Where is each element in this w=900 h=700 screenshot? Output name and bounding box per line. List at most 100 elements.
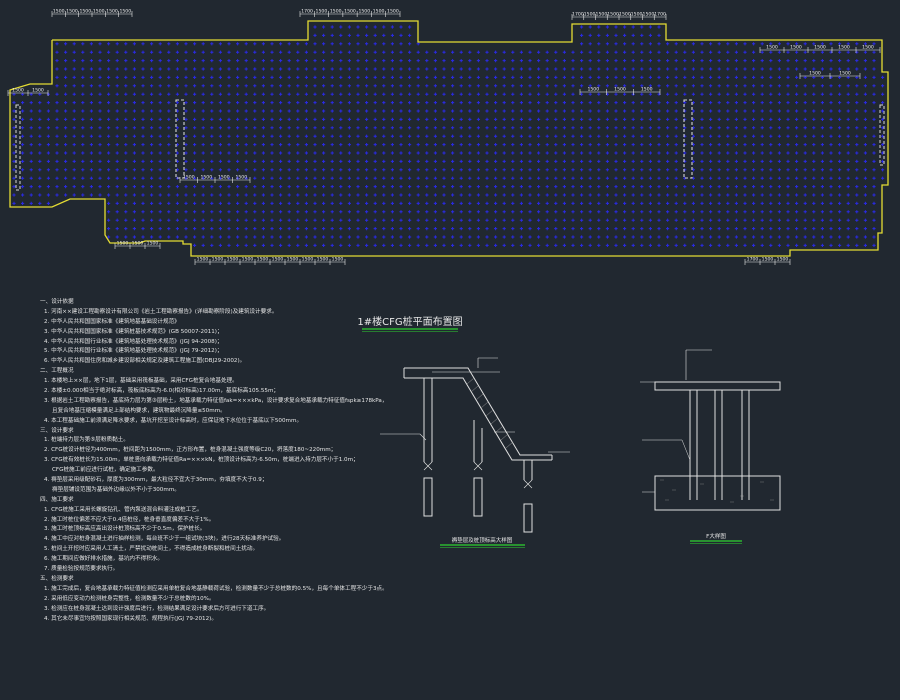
cfg-pile-marker [313, 109, 317, 113]
cfg-pile-marker [803, 218, 807, 222]
cfg-pile-marker [537, 84, 541, 88]
cfg-pile-marker [554, 92, 558, 96]
cfg-pile-marker [279, 67, 283, 71]
cfg-pile-marker [433, 201, 437, 205]
cfg-pile-marker [124, 134, 128, 138]
cfg-pile-marker [218, 75, 222, 79]
cfg-pile-marker [511, 176, 515, 180]
cfg-pile-marker [752, 50, 756, 54]
cfg-pile-marker [494, 75, 498, 79]
cfg-pile-marker [253, 210, 257, 214]
cfg-pile-marker [107, 92, 111, 96]
cfg-pile-marker [820, 210, 824, 214]
cfg-pile-marker [803, 143, 807, 147]
cfg-pile-marker [236, 227, 240, 231]
cfg-pile-marker [21, 101, 25, 105]
cfg-pile-marker [476, 67, 480, 71]
cfg-pile-marker [451, 218, 455, 222]
cfg-pile-marker [726, 109, 730, 113]
cfg-pile-marker [597, 143, 601, 147]
cfg-pile-marker [640, 168, 644, 172]
cfg-pile-marker [416, 92, 420, 96]
cfg-pile-marker [605, 84, 609, 88]
cfg-pile-marker [201, 176, 205, 180]
cfg-pile-marker [339, 59, 343, 63]
cfg-pile-marker [193, 126, 197, 130]
cfg-pile-marker [829, 201, 833, 205]
cfg-pile-marker [107, 210, 111, 214]
cfg-pile-marker [631, 75, 635, 79]
cfg-pile-marker [201, 109, 205, 113]
cfg-pile-marker [494, 126, 498, 130]
cfg-pile-marker [313, 168, 317, 172]
cfg-pile-marker [614, 67, 618, 71]
cfg-pile-marker [580, 59, 584, 63]
cfg-pile-marker [803, 75, 807, 79]
cfg-pile-marker [519, 92, 523, 96]
cfg-pile-marker [743, 168, 747, 172]
cfg-pile-marker [674, 143, 678, 147]
cfg-pile-marker [107, 117, 111, 121]
cfg-pile-marker [623, 25, 627, 29]
cfg-pile-marker [442, 109, 446, 113]
cfg-pile-marker [304, 143, 308, 147]
cfg-pile-marker [734, 193, 738, 197]
cfg-pile-marker [777, 143, 781, 147]
cfg-pile-marker [485, 109, 489, 113]
cfg-pile-marker [55, 109, 59, 113]
cfg-pile-marker [769, 185, 773, 189]
cfg-pile-marker [812, 201, 816, 205]
cfg-pile-marker [734, 84, 738, 88]
cfg-pile-marker [717, 227, 721, 231]
cfg-pile-marker [46, 151, 50, 155]
cfg-pile-marker [408, 143, 412, 147]
cfg-pile-marker [124, 50, 128, 54]
cfg-pile-marker [623, 126, 627, 130]
cfg-pile-marker [236, 59, 240, 63]
cfg-pile-marker [236, 243, 240, 247]
cfg-pile-marker [253, 117, 257, 121]
building-outline [9, 20, 889, 257]
cfg-pile-marker [382, 143, 386, 147]
cfg-pile-marker [855, 126, 859, 130]
cfg-pile-marker [81, 109, 85, 113]
cfg-pile-marker [459, 193, 463, 197]
cfg-pile-marker [29, 201, 33, 205]
cfg-pile-marker [580, 143, 584, 147]
cfg-pile-marker [132, 143, 136, 147]
cfg-pile-marker [743, 235, 747, 239]
cfg-pile-marker [175, 218, 179, 222]
cfg-pile-marker [390, 235, 394, 239]
cfg-pile-marker [769, 227, 773, 231]
cfg-pile-marker [580, 101, 584, 105]
cfg-pile-marker [691, 109, 695, 113]
detail-pile-2 [473, 420, 483, 517]
cfg-pile-marker [339, 109, 343, 113]
cfg-pile-marker [210, 218, 214, 222]
cfg-pile-marker [313, 67, 317, 71]
cfg-pile-marker [605, 50, 609, 54]
cfg-pile-marker [330, 50, 334, 54]
cfg-pile-marker [588, 67, 592, 71]
cfg-pile-marker [588, 235, 592, 239]
cfg-pile-marker [803, 227, 807, 231]
cfg-pile-marker [709, 210, 713, 214]
cfg-pile-marker [726, 101, 730, 105]
dimension-label: 1500 [358, 9, 370, 15]
cfg-pile-marker [339, 25, 343, 29]
cfg-pile-marker [631, 33, 635, 37]
cfg-pile-marker [115, 159, 119, 163]
cfg-pile-marker [562, 101, 566, 105]
cfg-pile-marker [227, 210, 231, 214]
cfg-pile-marker [571, 185, 575, 189]
cfg-pile-marker [141, 168, 145, 172]
cfg-pile-marker [46, 185, 50, 189]
cfg-pile-marker [451, 50, 455, 54]
cfg-pile-marker [184, 143, 188, 147]
cfg-pile-marker [812, 243, 816, 247]
cfg-pile-marker [476, 84, 480, 88]
inner-column-markers [15, 99, 885, 191]
cfg-pile-marker [476, 176, 480, 180]
